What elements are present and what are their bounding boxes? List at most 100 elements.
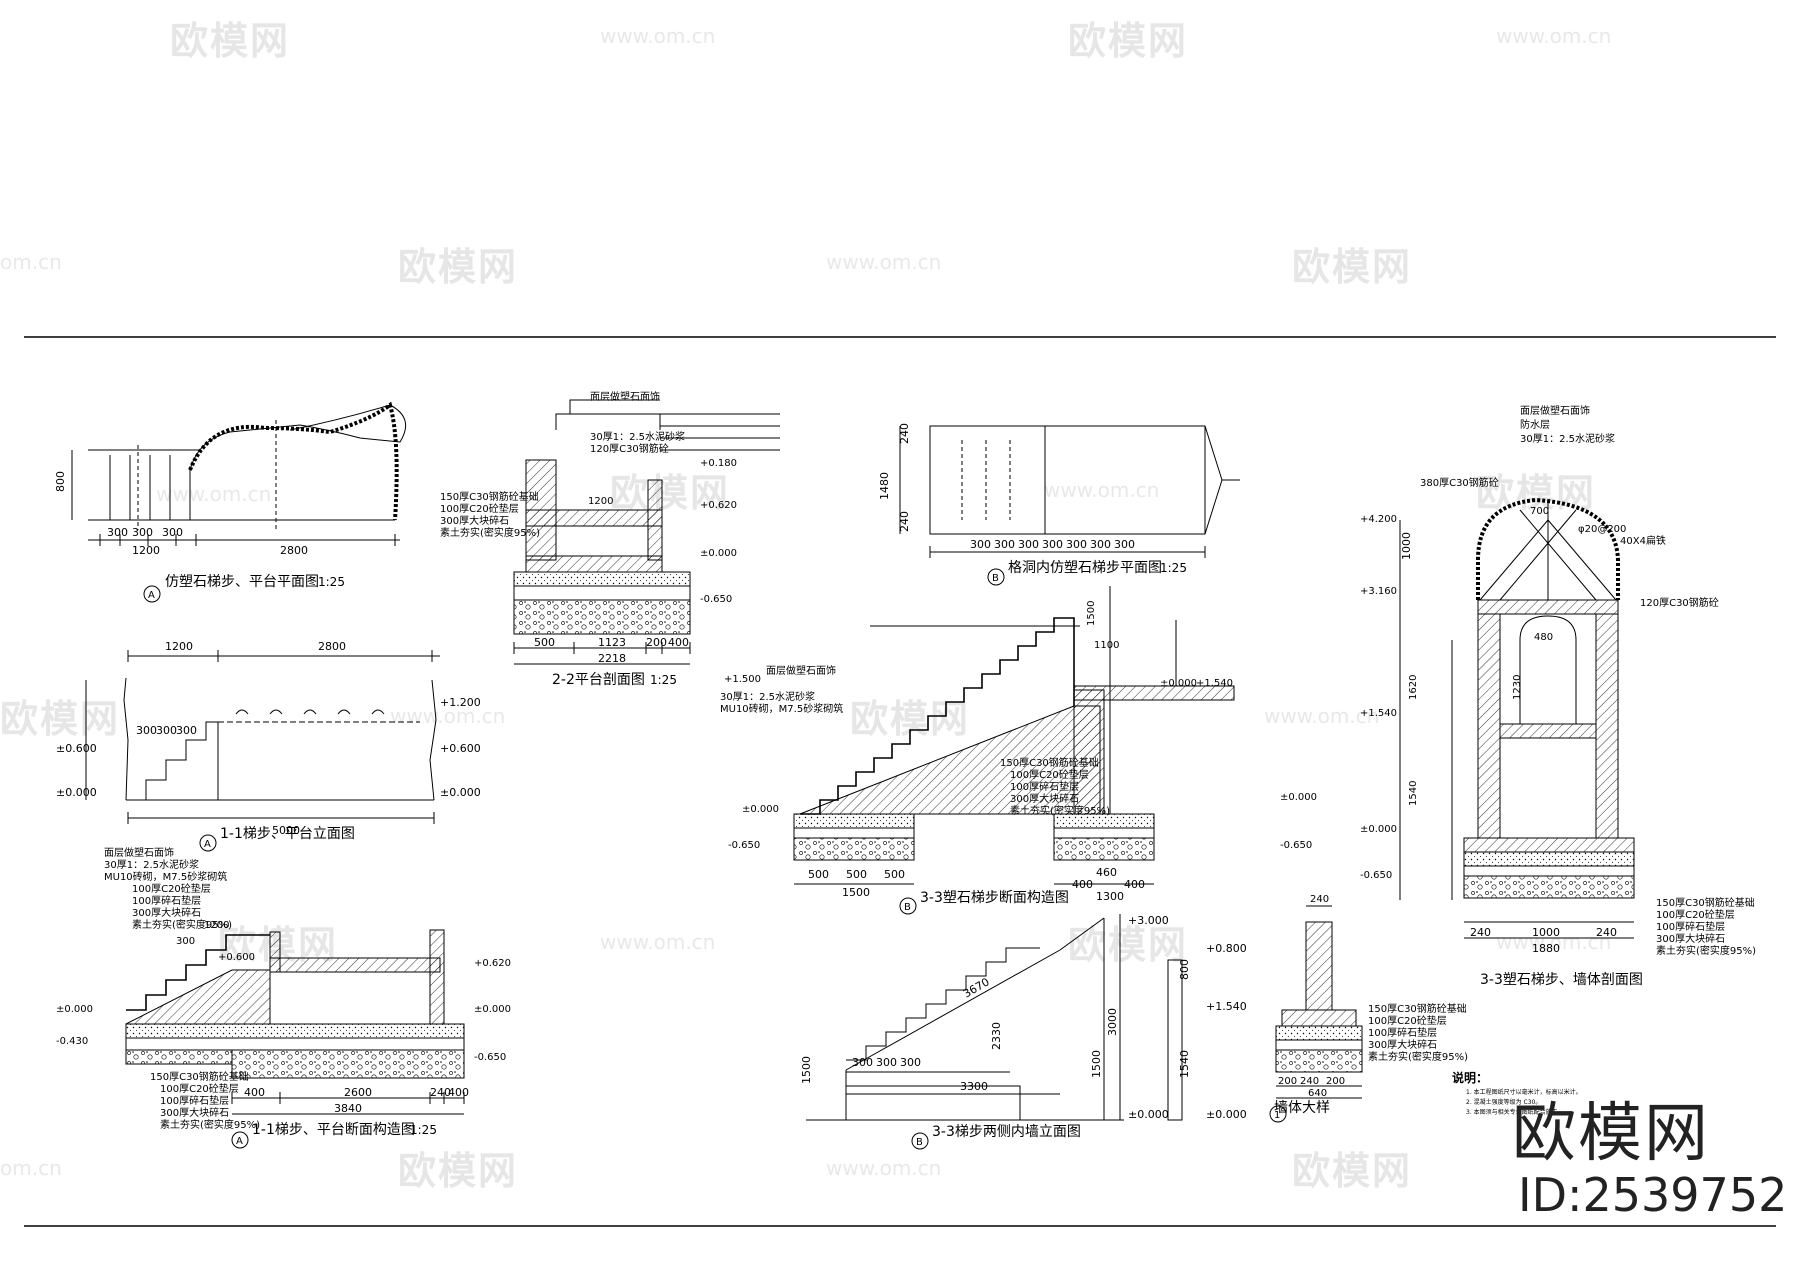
sect-11-dim: 1200 bbox=[204, 920, 229, 931]
sect-33w-dim: 240 bbox=[1470, 926, 1491, 939]
plan-b-drawing bbox=[899, 425, 1240, 558]
sect-11-level: +0.600 bbox=[218, 952, 255, 963]
plan-b-dim: 300 bbox=[970, 538, 991, 551]
sect-33-level: +1.500 bbox=[724, 674, 761, 685]
elev-33-circle: B bbox=[916, 1137, 923, 1148]
sect-33-note: 面层做塑石面饰 bbox=[766, 664, 836, 677]
elev-33-level: +3.000 bbox=[1128, 914, 1169, 927]
sect-22-dim: 200 bbox=[646, 636, 667, 649]
watermark-url: www.om.cn bbox=[826, 250, 942, 274]
sect-22-level: -0.650 bbox=[700, 594, 732, 605]
watermark-brand: 欧模网 bbox=[610, 471, 731, 515]
sect-33w-title: 3-3塑石梯步、墙体剖面图 bbox=[1480, 972, 1643, 988]
sect-11-level: -0.430 bbox=[56, 1036, 88, 1047]
sect-33-dim: 1100 bbox=[1094, 640, 1119, 651]
sect-22-dim: 500 bbox=[534, 636, 555, 649]
notes-line: 3. 本图须与相关专业图纸配合施工。 bbox=[1466, 1108, 1564, 1116]
sect-22-dim: 1123 bbox=[598, 636, 626, 649]
sect-11-circle: A bbox=[236, 1136, 243, 1147]
sect-33w-note: 100厚碎石垫层 bbox=[1656, 920, 1725, 933]
sect-33-dim: 400 bbox=[1124, 878, 1145, 891]
sect-33w-level: -0.650 bbox=[1360, 870, 1392, 881]
watermark-brand: 欧模网 bbox=[0, 697, 121, 741]
sect-22-dim: 400 bbox=[668, 636, 689, 649]
watermark-brand: 欧模网 bbox=[1292, 1149, 1413, 1193]
sect-33-level: -0.650 bbox=[1280, 840, 1312, 851]
plan-b-scale: 1:25 bbox=[1160, 561, 1187, 575]
plan-a-drawing bbox=[71, 401, 407, 546]
wall-detail-dim: 240 bbox=[1310, 894, 1329, 905]
sect-22-level: ±0.000 bbox=[700, 548, 737, 559]
sect-22-note: 30厚1：2.5水泥砂浆 bbox=[590, 430, 685, 443]
elev-11-level: +0.600 bbox=[440, 742, 481, 755]
watermark-brand: 欧模网 bbox=[398, 1149, 519, 1193]
sect-33-level: -0.650 bbox=[728, 840, 760, 851]
wall-detail-title: 墙体大样 bbox=[1274, 1100, 1330, 1116]
elev-33-dim: 3000 bbox=[1106, 1008, 1119, 1036]
sect-11-note: 素土夯实(密实度95%) bbox=[160, 1118, 260, 1131]
sect-22-dim: 2218 bbox=[598, 652, 626, 665]
sect-33-note: 100厚C20砼垫层 bbox=[1010, 768, 1089, 781]
wall-detail-drawing bbox=[1275, 905, 1363, 1099]
watermark-url: www.om.cn bbox=[1044, 478, 1160, 502]
watermark-brand: 欧模网 bbox=[1068, 19, 1189, 63]
elev-33-dim: 800 bbox=[1178, 959, 1191, 980]
sect-11-note: 100厚碎石垫层 bbox=[160, 1094, 229, 1107]
watermark-brand: 欧模网 bbox=[1476, 471, 1597, 515]
plan-a-circle: A bbox=[148, 590, 155, 601]
sect-11-note: 100厚碎石垫层 bbox=[132, 894, 201, 907]
sect-33w-drawing bbox=[1399, 497, 1635, 939]
sect-33-level: +1.540 bbox=[1196, 678, 1233, 689]
sect-22-note: 面层做塑石面饰 bbox=[590, 390, 660, 403]
watermark-url: om.cn bbox=[0, 1156, 62, 1180]
sect-33-title: 3-3塑石梯步断面构造图 bbox=[920, 890, 1069, 906]
sect-22-level: +0.620 bbox=[700, 500, 737, 511]
sect-33w-level: +3.160 bbox=[1360, 586, 1397, 597]
plan-b-dim: 300 bbox=[1042, 538, 1063, 551]
sect-33-note: 30厚1：2.5水泥砂浆 bbox=[720, 690, 815, 703]
sect-33w-level: +4.200 bbox=[1360, 514, 1397, 525]
sect-33-level: ±0.000 bbox=[1160, 678, 1197, 689]
sect-11-level: ±0.000 bbox=[56, 1004, 93, 1015]
elev-11-level: +1.200 bbox=[440, 696, 481, 709]
sect-33-dim: 500 bbox=[846, 868, 867, 881]
wall-detail-circle: 1 bbox=[1274, 1110, 1280, 1121]
elev-33-dim: 2330 bbox=[990, 1022, 1003, 1050]
sect-33-dim: 1500 bbox=[1086, 601, 1097, 626]
sect-22-level: +0.180 bbox=[700, 458, 737, 469]
sect-33w-note: 40X4扁铁 bbox=[1620, 534, 1666, 547]
sect-33-dim: 500 bbox=[808, 868, 829, 881]
sect-33w-dim: 1000 bbox=[1532, 926, 1560, 939]
sect-33w-dim: 1620 bbox=[1408, 675, 1419, 700]
sect-11-note: 100厚C20砼垫层 bbox=[132, 882, 211, 895]
sect-11-note: 面层做塑石面饰 bbox=[104, 846, 174, 859]
plan-a-dim: 300 bbox=[107, 526, 128, 539]
sect-33-dim: 400 bbox=[1072, 878, 1093, 891]
sect-11-level: +0.620 bbox=[474, 958, 511, 969]
sect-11-scale: 1:25 bbox=[410, 1123, 437, 1137]
plan-b-dim: 240 bbox=[898, 511, 911, 532]
sect-33w-note: 380厚C30钢筋砼 bbox=[1420, 476, 1499, 489]
elev-33-dim: 3300 bbox=[960, 1080, 988, 1093]
sect-33w-dim: 1000 bbox=[1400, 532, 1413, 560]
watermark-brand: 欧模网 bbox=[170, 19, 291, 63]
plan-b-circle: B bbox=[992, 573, 999, 584]
sect-33-level: ±0.000 bbox=[742, 804, 779, 815]
elev-11-dim: 5000 bbox=[272, 824, 300, 837]
sect-11-dim: 400 bbox=[244, 1086, 265, 1099]
sect-22-note: 120厚C30钢筋砼 bbox=[590, 442, 669, 455]
sect-33w-note: 面层做塑石面饰 bbox=[1520, 404, 1590, 417]
wall-detail-dim: 240 bbox=[1300, 1076, 1319, 1087]
elev-11-level: ±0.600 bbox=[56, 742, 97, 755]
sect-33-dim: 460 bbox=[1096, 866, 1117, 879]
elev-33-dim: 300 bbox=[876, 1056, 897, 1069]
plan-a-scale: 1:25 bbox=[318, 575, 345, 589]
elev-11-dim: 300 bbox=[176, 724, 197, 737]
sect-33w-level: ±0.000 bbox=[1360, 824, 1397, 835]
plan-b-dim: 300 bbox=[1066, 538, 1087, 551]
sect-33w-note: 150厚C30钢筋砼基础 bbox=[1656, 896, 1755, 909]
wall-detail-dim: 640 bbox=[1308, 1088, 1327, 1099]
watermark-url: www.om.cn bbox=[1264, 704, 1380, 728]
sect-33w-note: 30厚1：2.5水泥砂浆 bbox=[1520, 432, 1615, 445]
elev-33-level: ±0.000 bbox=[1206, 1108, 1247, 1121]
